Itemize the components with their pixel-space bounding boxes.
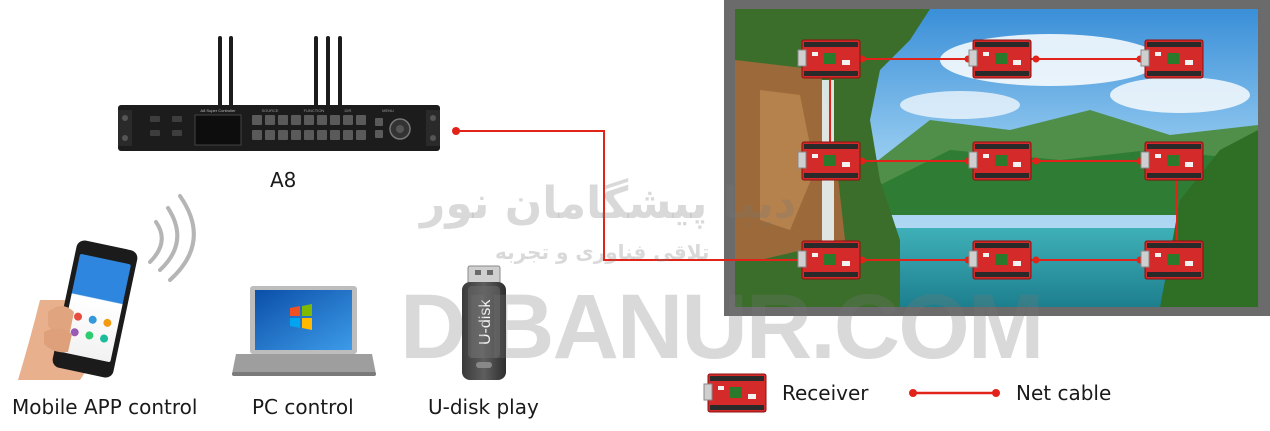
controller-screen-title: A8 Super Controller — [200, 108, 236, 113]
a8-controller: A8 Super Controller SOURCE FUNCTION DIR … — [118, 36, 440, 151]
receiver-card — [1140, 141, 1204, 181]
receiver-card — [968, 141, 1032, 181]
receiver-card — [797, 240, 861, 280]
watermark-main: DIBANUR.COM — [400, 276, 1044, 378]
watermark-persian-subtitle: تلاقی فناوری و تجربه — [495, 240, 710, 264]
antenna-icon — [218, 36, 342, 108]
legend-cable-label: Net cable — [1016, 381, 1112, 405]
controller-group-label: MENU — [382, 108, 394, 113]
controller-group-label: FUNCTION — [304, 108, 325, 113]
legend-receiver-label: Receiver — [782, 381, 869, 405]
net-cables — [456, 58, 1178, 261]
receiver-card — [968, 240, 1032, 280]
mobile-label: Mobile APP control — [12, 395, 198, 419]
controller-group-label: DIR — [345, 108, 352, 113]
legend — [703, 373, 1000, 413]
pc-label: PC control — [252, 395, 354, 419]
udisk-body-text: U-disk — [477, 299, 494, 345]
controller-label: A8 — [270, 168, 297, 192]
usb-drive: U-disk — [462, 265, 506, 380]
wifi-signal-icon — [148, 194, 196, 282]
receiver-card — [1140, 39, 1204, 79]
udisk-label: U-disk play — [428, 395, 539, 419]
mobile-phone — [18, 194, 196, 380]
receiver-card — [968, 39, 1032, 79]
receiver-card — [797, 39, 861, 79]
receiver-card — [1140, 240, 1204, 280]
watermark-persian-title: دیبا پیشگامان نور — [420, 178, 797, 229]
controller-group-label: SOURCE — [261, 108, 278, 113]
receiver-card — [797, 141, 861, 181]
windows-logo-icon — [290, 304, 312, 330]
laptop-pc — [232, 286, 376, 376]
controller-buttons — [252, 115, 383, 140]
